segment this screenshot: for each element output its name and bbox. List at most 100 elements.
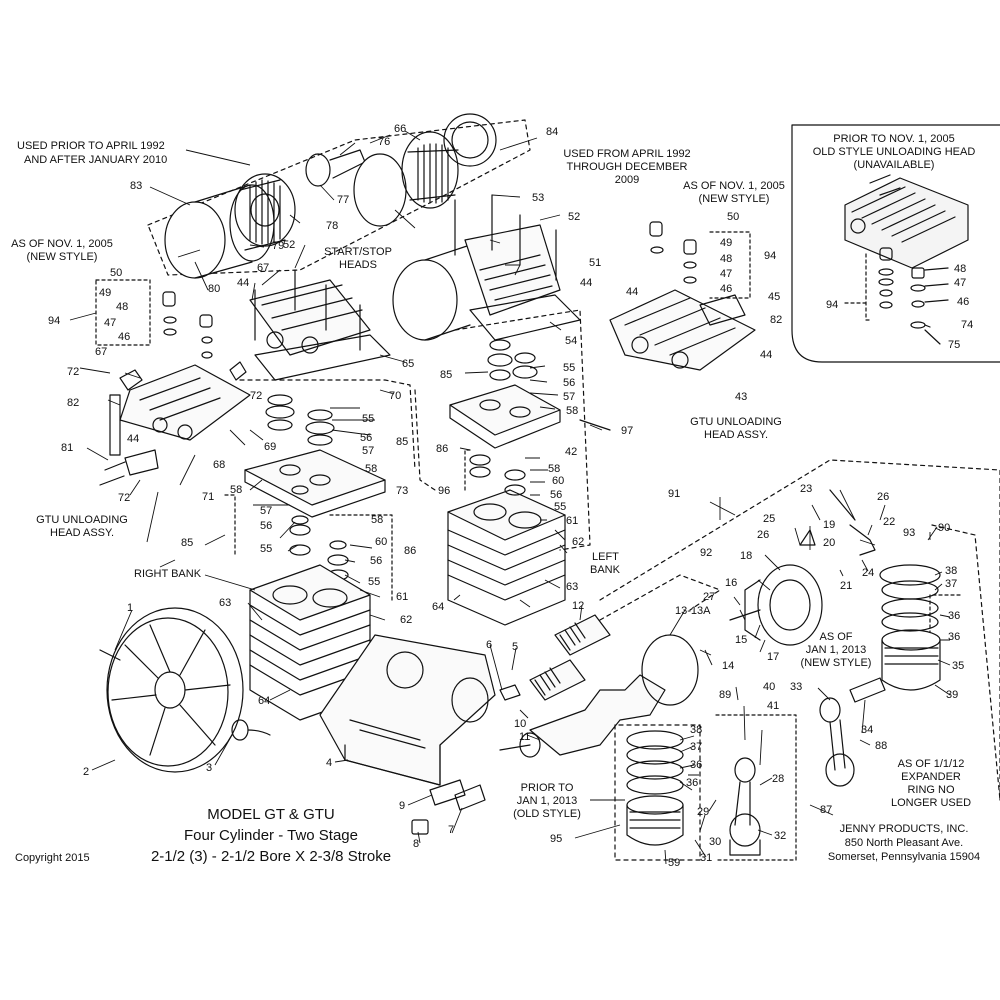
- callout-25: 25: [763, 513, 776, 525]
- callout-43: 43: [735, 391, 748, 403]
- callout-47c: 47: [954, 277, 967, 289]
- piston-old-box-95: [614, 724, 701, 861]
- callout-79: 79: [272, 240, 285, 252]
- note-prior-2013-2: JAN 1, 2013: [516, 795, 578, 807]
- callout-89: 89: [719, 689, 732, 701]
- callout-87: 87: [820, 804, 833, 816]
- left-unloading-head-icon: [99, 361, 251, 486]
- callout-52b: 52: [283, 239, 296, 251]
- callout-52a: 52: [568, 211, 581, 223]
- callout-11: 11: [519, 731, 531, 743]
- callout-55e: 55: [368, 576, 381, 588]
- note-gtu-mid-2: HEAD ASSY.: [704, 429, 768, 441]
- drain-fitting-icon: [429, 779, 486, 811]
- note-as-of-2013-3: (NEW STYLE): [800, 657, 872, 669]
- note-used-from-1: USED FROM APRIL 1992: [563, 148, 691, 160]
- callout-75: 75: [948, 339, 961, 351]
- callout-46a: 46: [720, 283, 733, 295]
- note-expander-2: EXPANDER: [901, 771, 961, 783]
- callout-36a: 36: [948, 610, 961, 622]
- callout-80: 80: [208, 283, 221, 295]
- callout-16: 16: [725, 577, 738, 589]
- note-expander-3: RING NO: [907, 784, 955, 796]
- callout-84: 84: [546, 126, 559, 138]
- callout-48c: 48: [954, 263, 967, 275]
- callout-15: 15: [735, 634, 748, 646]
- callout-39: 39: [946, 689, 959, 701]
- callout-18: 18: [740, 550, 753, 562]
- callout-26b: 26: [757, 529, 770, 541]
- callout-67a: 67: [257, 262, 270, 274]
- callout-56e: 56: [370, 555, 383, 567]
- note-start-stop-2: HEADS: [339, 259, 377, 271]
- callout-19: 19: [823, 519, 836, 531]
- note-left-bank-1: LEFT: [592, 551, 619, 563]
- assembly-box-91: [599, 459, 1000, 801]
- callout-92: 92: [700, 547, 713, 559]
- callout-71: 71: [202, 491, 215, 503]
- callout-85b: 85: [396, 436, 409, 448]
- callout-38b: 38: [690, 724, 703, 736]
- note-as-of-2013-1: AS OF: [819, 631, 853, 643]
- callout-58c: 58: [548, 463, 561, 475]
- piston-new-icon: [879, 564, 941, 691]
- left-valve-plate-icon: [244, 449, 386, 518]
- callout-70: 70: [389, 390, 402, 402]
- callout-86a: 86: [436, 443, 449, 455]
- callout-81: 81: [61, 442, 74, 454]
- callout-56d: 56: [260, 520, 273, 532]
- left-bank-box-86: [464, 449, 471, 491]
- callout-6: 6: [486, 639, 493, 651]
- old-style-valve-stack-icon: [878, 247, 926, 329]
- callout-72c: 72: [118, 492, 131, 504]
- note-prior-2013-3: (OLD STYLE): [513, 808, 581, 820]
- callout-37a: 37: [945, 578, 958, 590]
- callout-82b: 82: [67, 397, 80, 409]
- callout-86b: 86: [404, 545, 417, 557]
- callout-47a: 47: [720, 268, 733, 280]
- left-stack-box: [239, 379, 416, 471]
- air-filter-right-icon: [353, 113, 497, 227]
- note-expander-1: AS OF 1/1/12: [897, 758, 965, 770]
- left-bank-cylinder-icon: [447, 489, 566, 626]
- left-valve-stack-94-icon: [162, 291, 213, 359]
- callout-68: 68: [213, 459, 226, 471]
- callout-35: 35: [952, 660, 965, 672]
- callout-65: 65: [402, 358, 415, 370]
- callout-62b: 62: [400, 614, 413, 626]
- left-valve-stack-icon: [265, 394, 335, 446]
- callout-10: 10: [514, 718, 527, 730]
- callout-61b: 61: [396, 591, 409, 603]
- callout-74: 74: [961, 319, 974, 331]
- callout-4: 4: [326, 757, 333, 769]
- callout-32: 32: [774, 830, 787, 842]
- callout-14: 14: [722, 660, 735, 672]
- callout-23: 23: [800, 483, 813, 495]
- note-used-prior-2: AND AFTER JANUARY 2010: [24, 154, 168, 166]
- callout-49b: 49: [99, 287, 112, 299]
- callout-48a: 48: [720, 253, 733, 265]
- plug-8-icon: [411, 819, 429, 835]
- left-bank-valve-icon: [469, 339, 538, 496]
- assembly-box-92: [599, 574, 721, 621]
- note-used-from-3: 2009: [614, 174, 640, 186]
- callout-58b: 58: [365, 463, 378, 475]
- callout-2: 2: [83, 766, 90, 778]
- callout-55c: 55: [554, 501, 567, 513]
- callout-63b: 63: [219, 597, 232, 609]
- callout-8: 8: [413, 838, 420, 850]
- callout-73: 73: [396, 485, 409, 497]
- company-address: 850 North Pleasant Ave.: [844, 837, 964, 849]
- callout-55a: 55: [563, 362, 576, 374]
- flywheel-icon: [99, 607, 244, 773]
- callout-44b: 44: [237, 277, 250, 289]
- callout-56b: 56: [360, 432, 373, 444]
- connecting-rod-right-icon: [819, 697, 855, 787]
- note-left-bank-2: BANK: [590, 564, 620, 576]
- callout-36c: 36: [690, 759, 703, 771]
- callout-26a: 26: [877, 491, 890, 503]
- note-old-style-2: OLD STYLE UNLOADING HEAD: [812, 146, 976, 158]
- note-gtu-left-2: HEAD ASSY.: [50, 527, 114, 539]
- piston-low-pressure-icon: [529, 614, 611, 701]
